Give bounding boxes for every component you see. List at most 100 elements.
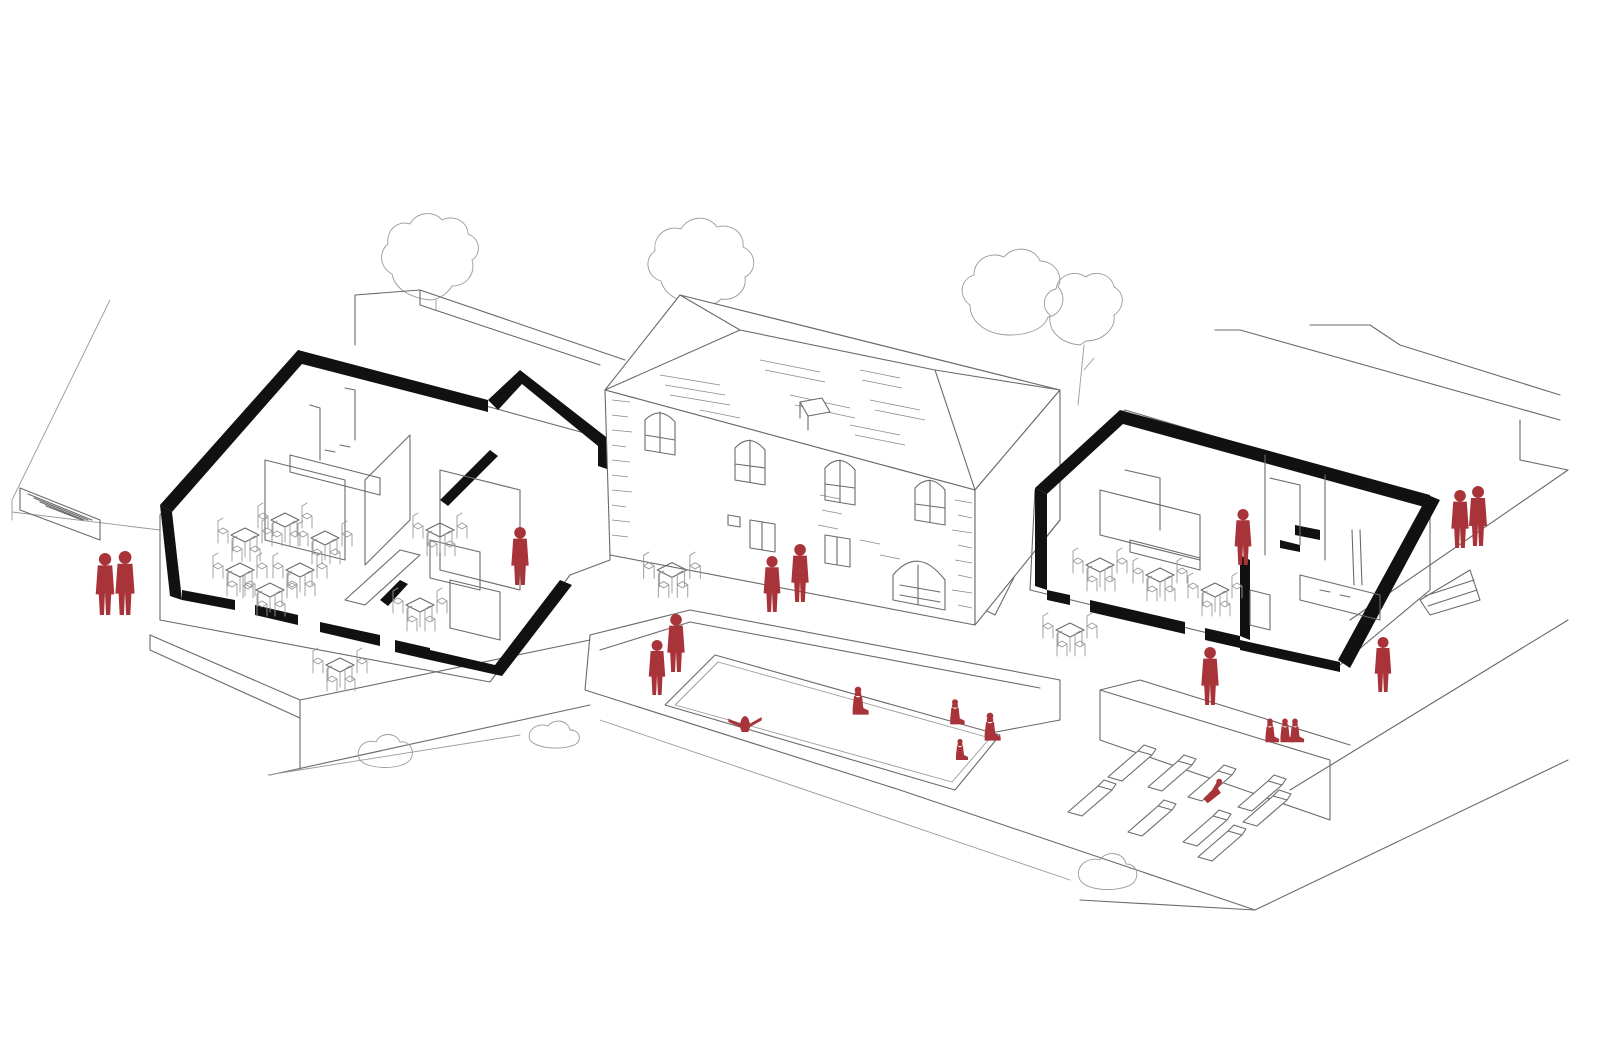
person <box>1451 490 1469 548</box>
people <box>95 486 1487 804</box>
chair <box>286 572 298 599</box>
chair <box>1231 572 1243 599</box>
sitting-person <box>1290 718 1305 743</box>
person <box>1374 637 1392 692</box>
left-wing-wall-back <box>160 350 488 512</box>
standing-person <box>1234 509 1252 565</box>
chair <box>249 535 261 562</box>
main-house-door <box>892 560 946 611</box>
chair <box>1086 565 1098 592</box>
cafe-table <box>412 512 468 557</box>
person <box>852 686 869 715</box>
standing-person <box>763 556 781 612</box>
chair <box>1164 575 1176 602</box>
sun-lounger <box>1197 824 1247 862</box>
front-edge <box>267 719 1071 881</box>
cafe-table <box>643 551 701 598</box>
chair <box>1176 557 1188 584</box>
main-house <box>604 294 1061 626</box>
chair <box>242 572 254 599</box>
chair <box>689 551 701 579</box>
person <box>1265 718 1280 743</box>
sun-lounger <box>1237 774 1287 812</box>
left-wing-wall-annex <box>488 370 610 470</box>
chair <box>1072 547 1084 574</box>
chair <box>356 647 368 674</box>
table-top <box>255 582 285 598</box>
chair <box>1132 557 1144 584</box>
lying-person <box>1203 778 1223 804</box>
cafe-table <box>1072 547 1128 592</box>
sitting-person <box>1265 718 1280 743</box>
chair <box>344 665 356 692</box>
lounger-bed <box>1187 764 1237 802</box>
chair <box>341 520 353 547</box>
person <box>511 527 529 585</box>
chair <box>657 570 670 598</box>
sun-lounger <box>1127 799 1177 837</box>
cafe-table <box>1042 612 1098 657</box>
person <box>1290 718 1305 743</box>
standing-person <box>667 614 685 672</box>
chair <box>456 512 468 539</box>
window-4 <box>914 479 946 526</box>
person <box>648 640 666 695</box>
chair <box>1086 612 1098 639</box>
table-top <box>325 657 355 673</box>
lounge-terrace <box>1099 679 1351 821</box>
chair <box>406 605 418 632</box>
cafe-table <box>297 520 353 565</box>
window-3 <box>824 459 856 506</box>
chair <box>436 587 448 614</box>
person <box>1203 778 1223 804</box>
chair <box>424 605 436 632</box>
chair <box>261 517 273 544</box>
chair <box>1146 575 1158 602</box>
right-wing-wall-right <box>1338 495 1440 668</box>
lounger-bed <box>1067 779 1117 817</box>
person <box>1234 509 1252 565</box>
chair <box>1104 565 1116 592</box>
person <box>1201 647 1219 705</box>
sun-lounger <box>1067 779 1117 817</box>
chair <box>231 535 243 562</box>
main-house-chimney <box>799 397 831 431</box>
table-top <box>270 512 300 528</box>
standing-person <box>95 553 115 615</box>
lounger-bed <box>1147 754 1197 792</box>
chair <box>304 570 316 597</box>
chair <box>271 520 283 547</box>
sun-lounger <box>1182 809 1232 847</box>
chair <box>289 520 301 547</box>
bush-3 <box>1078 853 1138 890</box>
table-top <box>230 527 260 543</box>
chair <box>212 552 224 579</box>
courtyard-tables <box>643 551 701 598</box>
window-1 <box>644 411 676 456</box>
chair <box>676 570 689 598</box>
left-wing-kitchen <box>289 387 381 496</box>
person <box>763 556 781 612</box>
person <box>1280 718 1295 743</box>
window-2 <box>734 439 766 486</box>
table-top <box>1085 557 1115 573</box>
lounger-bed <box>1107 744 1157 782</box>
chair <box>444 530 456 557</box>
stairs-left <box>19 487 101 541</box>
lounger-bed <box>1182 809 1232 847</box>
main-house-roof-ridge <box>604 294 1061 491</box>
chair <box>1042 612 1054 639</box>
standing-person <box>1374 637 1392 692</box>
standing-person <box>511 527 529 585</box>
chair <box>217 517 229 544</box>
right-wing-counter <box>1129 539 1271 631</box>
tree-right-b <box>1043 273 1123 406</box>
chair <box>272 552 284 579</box>
table-top <box>1055 622 1085 638</box>
terrace-front-left <box>149 634 591 776</box>
lounger-bed <box>1242 789 1292 827</box>
swimmer <box>728 716 762 732</box>
person <box>1469 486 1487 546</box>
right-wing-floor <box>1029 409 1431 666</box>
cafe-table <box>257 502 313 547</box>
